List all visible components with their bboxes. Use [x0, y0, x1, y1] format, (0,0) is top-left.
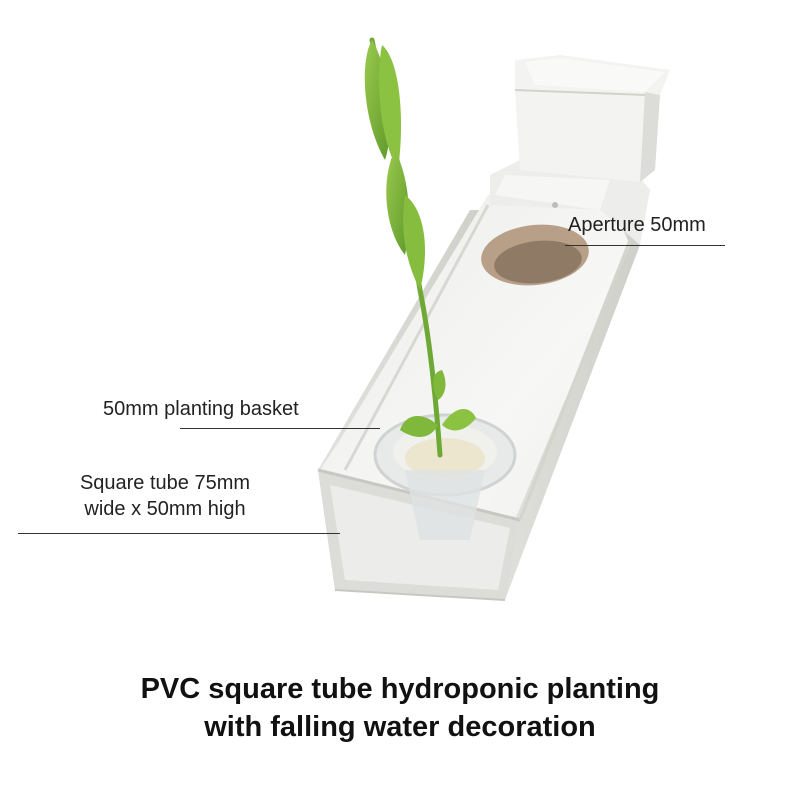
spout — [514, 55, 670, 182]
aperture-leader-line — [565, 245, 725, 246]
plant-seedling — [364, 37, 476, 458]
tube-label: Square tube 75mm wide x 50mm high — [40, 470, 290, 522]
square-tube — [317, 195, 640, 601]
caption-line2: with falling water decoration — [204, 711, 596, 743]
aperture-label: Aperture 50mm — [568, 214, 706, 236]
basket-leader-line — [180, 428, 380, 429]
caption-line1: PVC square tube hydroponic planting — [140, 673, 660, 705]
tube-label-line1: Square tube 75mm — [79, 472, 251, 494]
aperture-hole — [481, 224, 589, 286]
basket-label: 50mm planting basket — [103, 398, 299, 420]
end-cap — [490, 160, 650, 245]
tube-label-line2: wide x 50mm high — [84, 498, 246, 520]
planting-basket — [373, 413, 517, 540]
tube-leader-line — [18, 533, 340, 534]
